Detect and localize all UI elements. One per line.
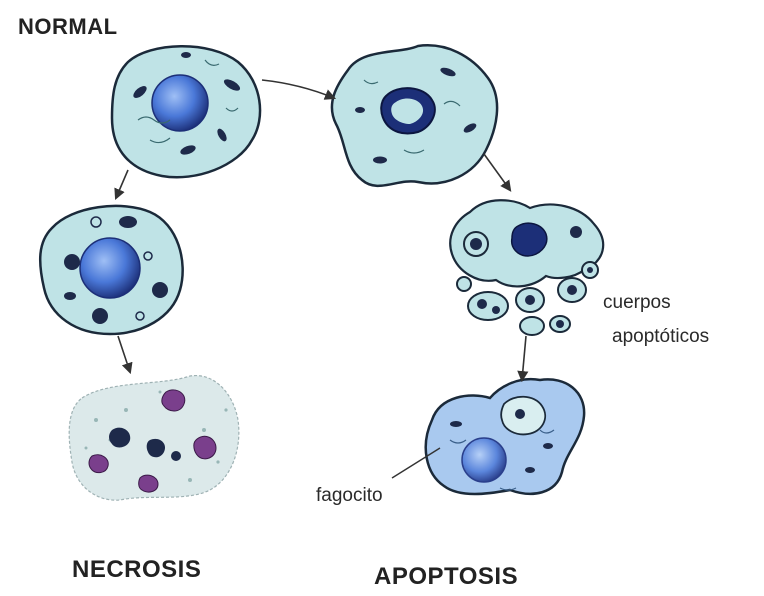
label-phagocyte: fagocito [316, 485, 383, 507]
phagocyte-nucleus [462, 438, 506, 482]
necrosis-nucleus [80, 238, 140, 298]
label-apoptosis: APOPTOSIS [374, 563, 518, 591]
arrow-to-phagocytosis [522, 336, 526, 380]
arrow-apoptosis-fragment [484, 154, 510, 190]
label-necrosis: NECROSIS [72, 556, 201, 584]
label-normal: NORMAL [18, 14, 118, 40]
necrosis-swollen-cell [40, 206, 182, 334]
apoptotic-bodies [450, 200, 603, 335]
apoptosis-shrinking-cell [332, 45, 497, 186]
phagocyte-cell [426, 379, 584, 494]
arrow-normal-to-necrosis [116, 170, 128, 198]
necrosis-lysed-cell [69, 376, 239, 501]
normal-cell [112, 46, 260, 177]
arrow-normal-to-apoptosis [262, 80, 334, 98]
arrow-necrosis-progress [118, 336, 130, 372]
label-apoptotic-bodies-line2: apoptóticos [612, 326, 709, 348]
label-apoptotic-bodies-line1: cuerpos [603, 292, 671, 314]
